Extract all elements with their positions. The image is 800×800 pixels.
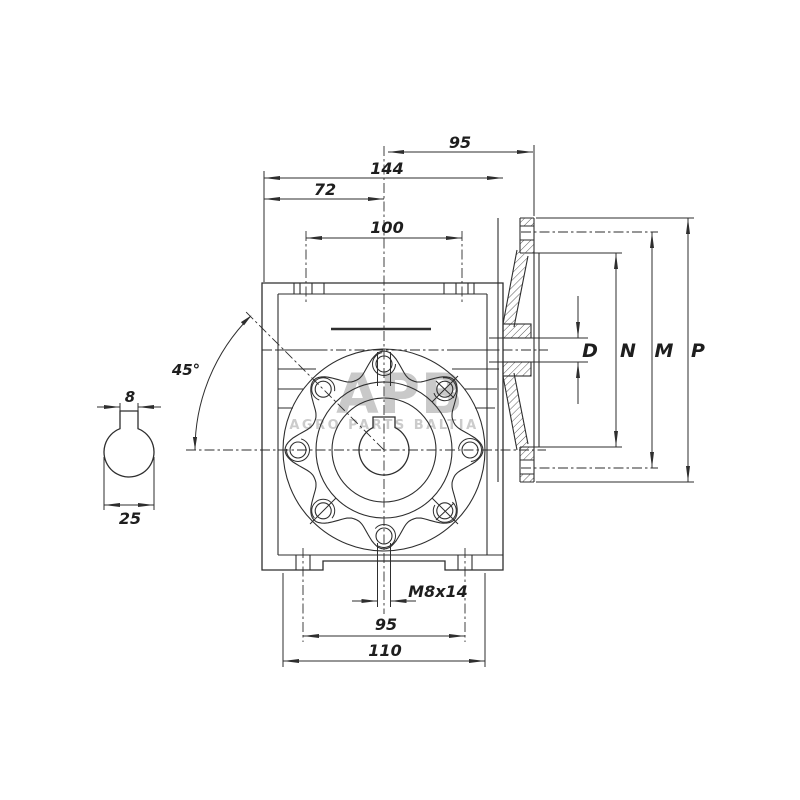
angle-dimension-arc (194, 316, 251, 451)
dimensions: 95 144 72 100 45° 8 25 M8x14 95 110 D N … (97, 133, 705, 667)
dim-label-100: 100 (370, 218, 403, 237)
flange-bolt-holes (286, 352, 482, 607)
dim-label-45deg: 45° (171, 361, 200, 379)
shaft-cross-section (103, 403, 155, 478)
dim-label-P: P (691, 340, 705, 362)
dim-label-N: N (620, 340, 636, 362)
centerlines (186, 146, 658, 642)
dim-label-95-bottom: 95 (375, 615, 397, 634)
bottom-feet (295, 555, 473, 570)
dim-label-8: 8 (125, 388, 135, 406)
output-flange (282, 348, 486, 552)
dim-label-95-top: 95 (449, 133, 471, 152)
flange-scallop (284, 350, 484, 550)
flange-outer-circle (282, 348, 486, 552)
watermark-title: APB (336, 362, 464, 426)
dim-label-25: 25 (119, 509, 141, 528)
dim-label-M: M (655, 340, 674, 362)
dim-label-144: 144 (370, 159, 403, 178)
cooling-fins (278, 327, 499, 409)
top-mounting-bosses (293, 283, 475, 294)
side-view-input-flange (489, 217, 540, 483)
shaft-keyway-outline (103, 410, 155, 478)
front-view (261, 282, 504, 607)
dim-label-D: D (582, 340, 598, 362)
dim-label-72: 72 (314, 180, 336, 199)
dim-label-m8x14: M8x14 (408, 582, 468, 601)
dim-label-110: 110 (368, 641, 401, 660)
output-bore-keyway (358, 416, 410, 476)
